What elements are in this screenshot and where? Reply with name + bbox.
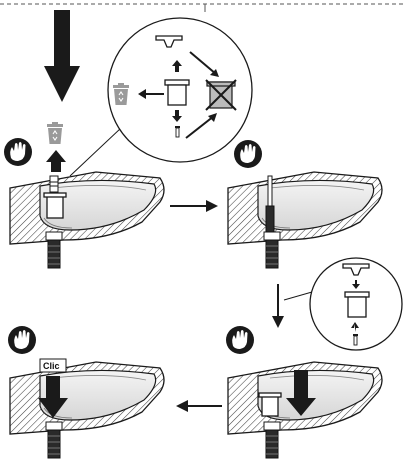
panel-insert-stopper [226,326,383,459]
clic-label: Clic [43,361,60,371]
crossed-box-icon [205,79,237,111]
recycle-bin-icon [46,121,64,145]
clic-label-box [39,358,67,373]
panel-insert-tool [227,140,383,269]
panel-remove-stopper [4,111,165,269]
detail-circle-1 [107,17,253,163]
hand-icon [4,138,32,166]
detail-circle-2 [309,257,403,351]
down-arrow-icon [44,10,80,102]
panel-click-stopper: Clic [8,326,165,459]
